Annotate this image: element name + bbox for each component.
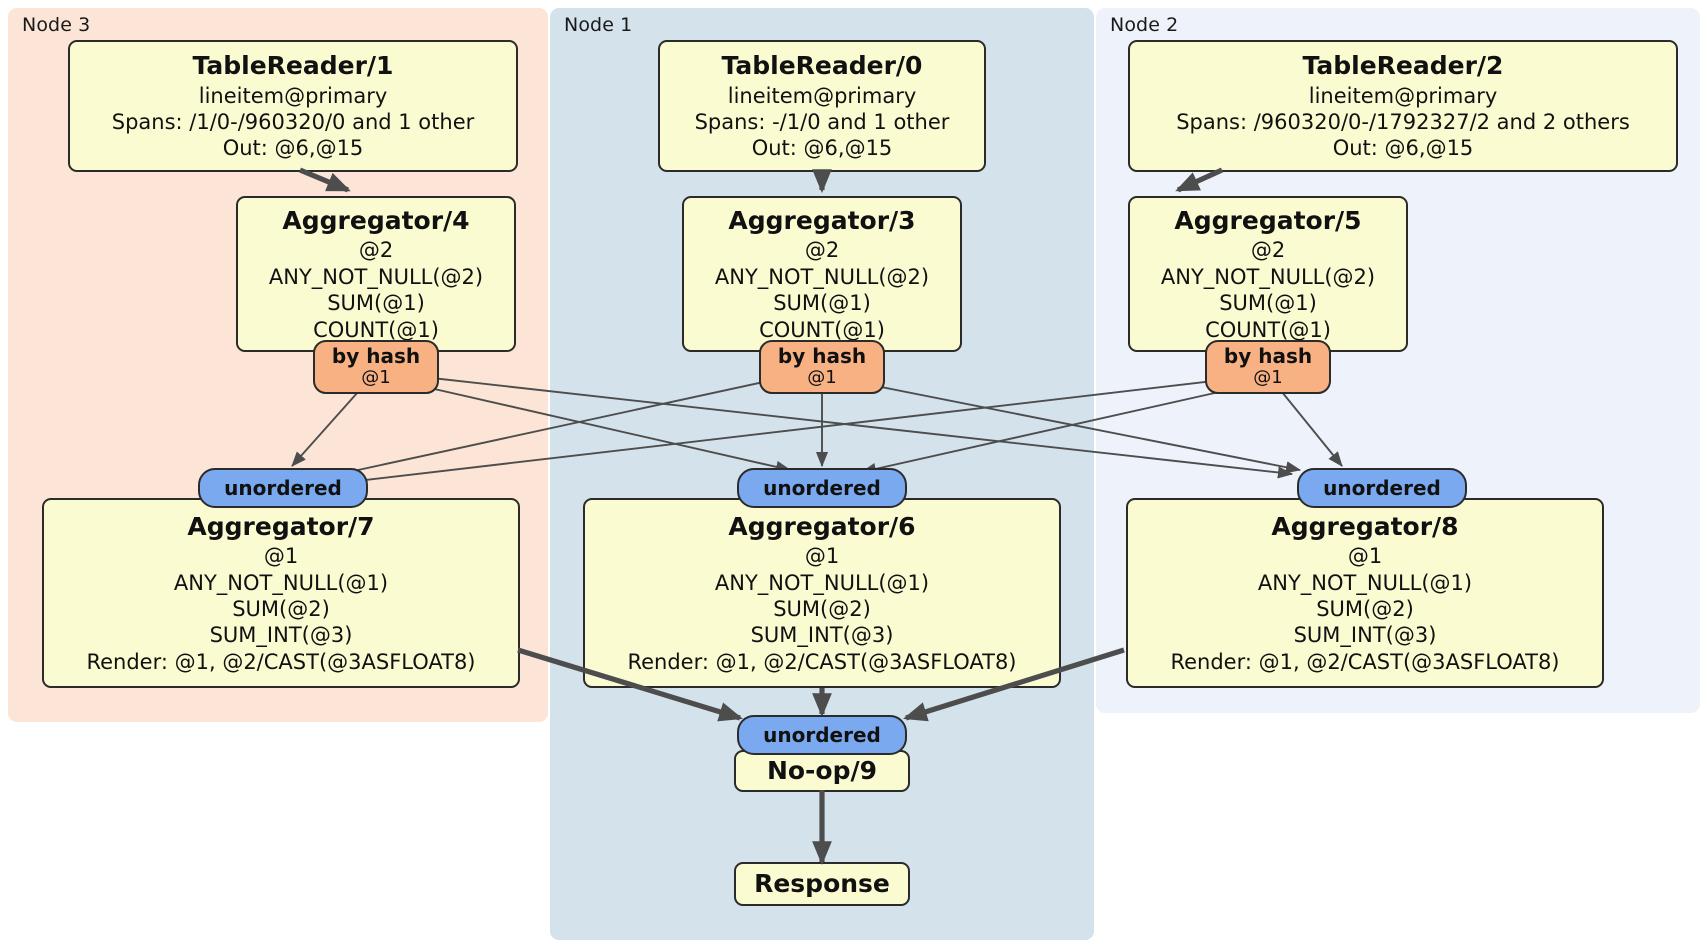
processor-aggregator7[interactable]: Aggregator/7 @1 ANY_NOT_NULL(@1) SUM(@2)… (42, 498, 520, 688)
processor-title: Aggregator/4 (282, 205, 470, 235)
processor-line: Spans: -/1/0 and 1 other (694, 110, 950, 135)
processor-line: SUM(@2) (773, 597, 871, 622)
synchronizer-label: unordered (763, 476, 881, 500)
synchronizer-unordered-right[interactable]: unordered (1297, 468, 1467, 508)
processor-line: Render: @1, @2/CAST(@3ASFLOAT8) (1170, 649, 1560, 674)
processor-line: lineitem@primary (727, 83, 917, 108)
processor-line: @1 (1347, 544, 1383, 569)
processor-title: Aggregator/6 (728, 511, 916, 541)
node-label-node2: Node 2 (1110, 14, 1179, 36)
processor-aggregator4[interactable]: Aggregator/4 @2 ANY_NOT_NULL(@2) SUM(@1)… (236, 196, 516, 352)
processor-tablereader1[interactable]: TableReader/1 lineitem@primary Spans: /1… (68, 40, 518, 172)
processor-line: SUM(@1) (327, 291, 425, 316)
processor-aggregator3[interactable]: Aggregator/3 @2 ANY_NOT_NULL(@2) SUM(@1)… (682, 196, 962, 352)
processor-aggregator8[interactable]: Aggregator/8 @1 ANY_NOT_NULL(@1) SUM(@2)… (1126, 498, 1604, 688)
synchronizer-label: unordered (224, 476, 342, 500)
processor-line: SUM(@2) (232, 597, 330, 622)
processor-line: ANY_NOT_NULL(@2) (714, 264, 930, 289)
processor-line: lineitem@primary (1308, 83, 1498, 108)
processor-title: No-op/9 (766, 755, 878, 785)
processor-line: @1 (804, 544, 840, 569)
processor-title: Response (754, 868, 890, 898)
processor-line: Out: @6,@15 (751, 136, 893, 161)
processor-aggregator5[interactable]: Aggregator/5 @2 ANY_NOT_NULL(@2) SUM(@1)… (1128, 196, 1408, 352)
router-detail: @1 (1253, 367, 1283, 389)
router-label: by hash (331, 344, 421, 369)
processor-line: ANY_NOT_NULL(@1) (714, 570, 930, 595)
processor-line: ANY_NOT_NULL(@2) (1160, 264, 1376, 289)
processor-line: Spans: /960320/0-/1792327/2 and 2 others (1176, 110, 1630, 135)
processor-line: SUM_INT(@3) (1293, 623, 1437, 648)
processor-title: Aggregator/7 (187, 511, 375, 541)
processor-title: Aggregator/8 (1271, 511, 1459, 541)
processor-line: @2 (358, 238, 394, 263)
processor-line: COUNT(@1) (1205, 317, 1331, 342)
processor-line: COUNT(@1) (759, 317, 885, 342)
output-router-by-hash-left[interactable]: by hash @1 (313, 340, 439, 394)
processor-line: @2 (804, 238, 840, 263)
processor-response[interactable]: Response (734, 862, 910, 906)
router-label: by hash (1223, 344, 1313, 369)
output-router-by-hash-center[interactable]: by hash @1 (759, 340, 885, 394)
processor-title: Aggregator/5 (1174, 205, 1362, 235)
processor-line: @2 (1250, 238, 1286, 263)
processor-line: ANY_NOT_NULL(@1) (173, 570, 389, 595)
synchronizer-unordered-left[interactable]: unordered (198, 468, 368, 508)
processor-line: SUM_INT(@3) (209, 623, 353, 648)
processor-title: TableReader/2 (1302, 51, 1504, 81)
processor-line: COUNT(@1) (313, 317, 439, 342)
processor-tablereader2[interactable]: TableReader/2 lineitem@primary Spans: /9… (1128, 40, 1678, 172)
router-label: by hash (777, 344, 867, 369)
processor-line: Out: @6,@15 (1332, 136, 1474, 161)
processor-line: SUM_INT(@3) (750, 623, 894, 648)
processor-noop9[interactable]: No-op/9 (734, 750, 910, 792)
processor-line: ANY_NOT_NULL(@1) (1257, 570, 1473, 595)
processor-line: ANY_NOT_NULL(@2) (268, 264, 484, 289)
processor-line: SUM(@1) (773, 291, 871, 316)
processor-title: TableReader/0 (721, 51, 923, 81)
processor-title: Aggregator/3 (728, 205, 916, 235)
synchronizer-label: unordered (1323, 476, 1441, 500)
node-label-node3: Node 3 (22, 14, 91, 36)
node-label-node1: Node 1 (564, 14, 633, 36)
processor-line: SUM(@2) (1316, 597, 1414, 622)
processor-line: SUM(@1) (1219, 291, 1317, 316)
router-detail: @1 (807, 367, 837, 389)
processor-line: Render: @1, @2/CAST(@3ASFLOAT8) (627, 649, 1017, 674)
synchronizer-unordered-center[interactable]: unordered (737, 468, 907, 508)
synchronizer-label: unordered (763, 723, 881, 747)
processor-line: @1 (263, 544, 299, 569)
processor-line: Out: @6,@15 (222, 136, 364, 161)
synchronizer-unordered-final[interactable]: unordered (737, 715, 907, 755)
processor-line: Render: @1, @2/CAST(@3ASFLOAT8) (86, 649, 476, 674)
processor-line: lineitem@primary (198, 83, 388, 108)
processor-line: Spans: /1/0-/960320/0 and 1 other (111, 110, 475, 135)
router-detail: @1 (361, 367, 391, 389)
processor-title: TableReader/1 (192, 51, 394, 81)
processor-tablereader0[interactable]: TableReader/0 lineitem@primary Spans: -/… (658, 40, 986, 172)
processor-aggregator6[interactable]: Aggregator/6 @1 ANY_NOT_NULL(@1) SUM(@2)… (583, 498, 1061, 688)
output-router-by-hash-right[interactable]: by hash @1 (1205, 340, 1331, 394)
